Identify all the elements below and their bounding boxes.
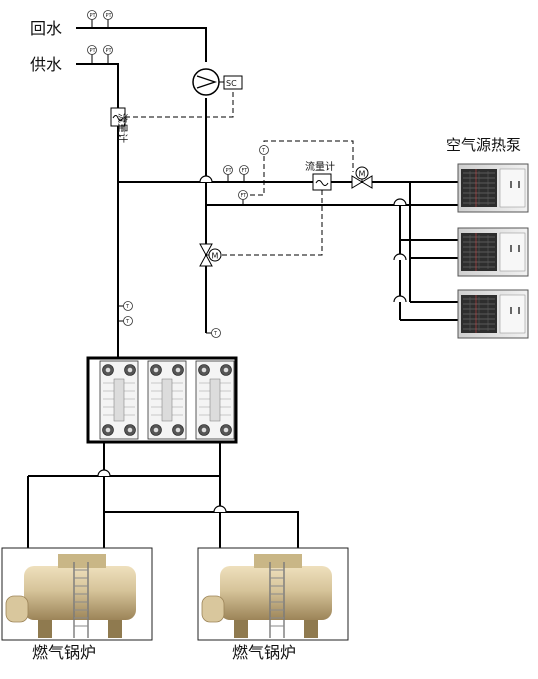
branch-gauges: PT FT T FT — [223, 145, 269, 205]
return-header-gauges: PT PT — [87, 10, 113, 28]
pressure-gauge-tag: PT — [106, 13, 113, 19]
boiler-2-label: 燃气锅炉 — [232, 643, 296, 662]
motor-valve-top: M — [351, 166, 373, 189]
supply-water-line — [76, 63, 411, 360]
svg-text:M: M — [212, 252, 219, 261]
svg-text:流量计: 流量计 — [116, 113, 129, 143]
heat-pump-label: 空气源热泵 — [446, 136, 521, 154]
return-water-line — [76, 27, 401, 333]
circulation-pump — [192, 68, 224, 96]
boiler-loop-pipes — [27, 440, 299, 548]
plate-heat-exchanger — [86, 356, 238, 444]
svg-text:流量计: 流量计 — [305, 160, 335, 173]
heat-pump-branches — [400, 181, 458, 321]
svg-text:SC: SC — [226, 79, 237, 88]
gas-boiler-2 — [197, 547, 349, 641]
svg-text:FT: FT — [242, 168, 249, 174]
svg-text:T: T — [213, 331, 218, 337]
svg-text:T: T — [125, 319, 130, 325]
flowmeter-side: 流量计 — [110, 107, 129, 143]
svg-text:PT: PT — [226, 168, 233, 174]
svg-text:M: M — [359, 170, 366, 179]
temp-gauge-tag: PT — [90, 48, 97, 54]
heat-pump-unit-1 — [457, 163, 529, 213]
supply-header-gauges: PT PT — [87, 45, 113, 64]
svg-text:FT: FT — [241, 193, 248, 199]
pipe-crossings — [97, 175, 407, 513]
svg-text:T: T — [261, 148, 266, 154]
riser-gauges: T T T — [118, 301, 221, 338]
heat-pump-unit-3 — [457, 289, 529, 339]
temp-gauge-tag: PT — [90, 13, 97, 19]
gas-boiler-1 — [1, 547, 153, 641]
svg-text:T: T — [125, 304, 130, 310]
supply-water-label: 供水 — [30, 55, 62, 74]
heat-pump-unit-2 — [457, 227, 529, 277]
pressure-gauge-tag: PT — [106, 48, 113, 54]
return-water-label: 回水 — [30, 19, 62, 38]
motor-valve-mid: M — [199, 243, 222, 267]
boiler-1-label: 燃气锅炉 — [32, 643, 96, 662]
pump-speed-controller: SC — [223, 75, 243, 90]
flowmeter-branch: 流量计 — [305, 160, 335, 191]
